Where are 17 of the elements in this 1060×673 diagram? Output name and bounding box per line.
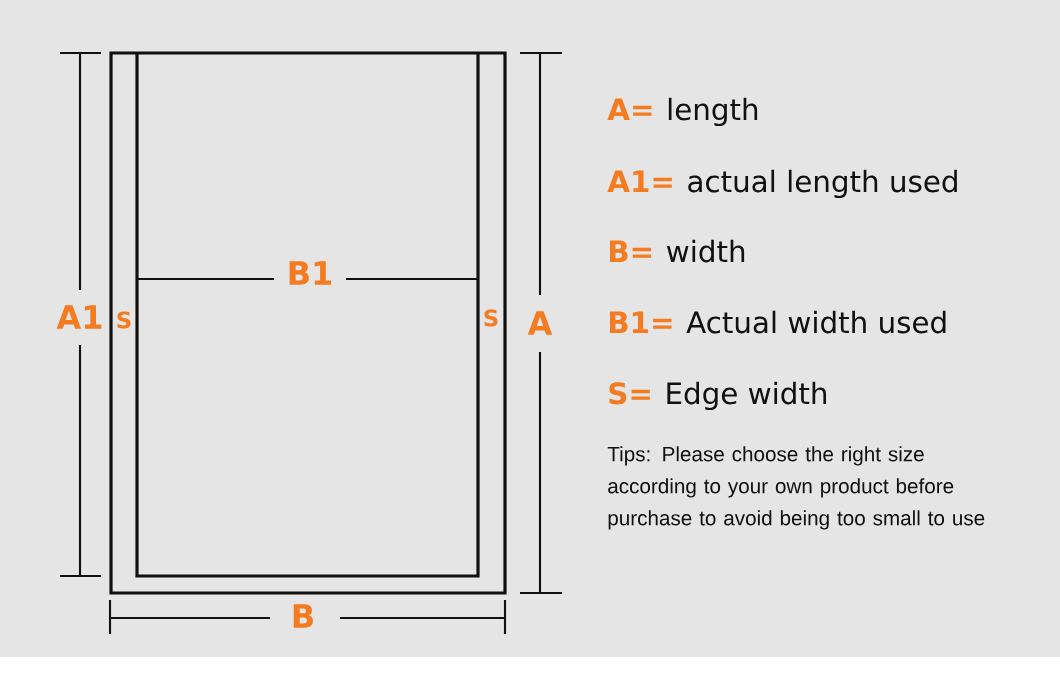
legend-key: A1= — [607, 170, 672, 192]
dimension-label: B1 — [289, 261, 332, 285]
legend-key: B= — [609, 240, 652, 262]
legend-key: S= — [609, 382, 650, 405]
dimension-label: B — [293, 604, 313, 628]
legend-text: width — [667, 239, 745, 263]
legend-text: actual length used — [688, 169, 957, 199]
dimension-label: S — [484, 309, 498, 327]
legend-text: length — [668, 97, 758, 127]
legend-key: A= — [607, 98, 652, 120]
legend-text: Actual width used — [686, 310, 946, 334]
dimension-label: S — [117, 311, 131, 329]
tips-text: Tips: Please choose the right size according to your own product before purchase to avoid being too small to use — [607, 446, 985, 530]
legend-text: Edge width — [667, 381, 826, 411]
legend-key: B1= — [609, 311, 672, 333]
dimension-label: A — [527, 311, 553, 335]
dimension-label: A1 — [56, 305, 102, 329]
